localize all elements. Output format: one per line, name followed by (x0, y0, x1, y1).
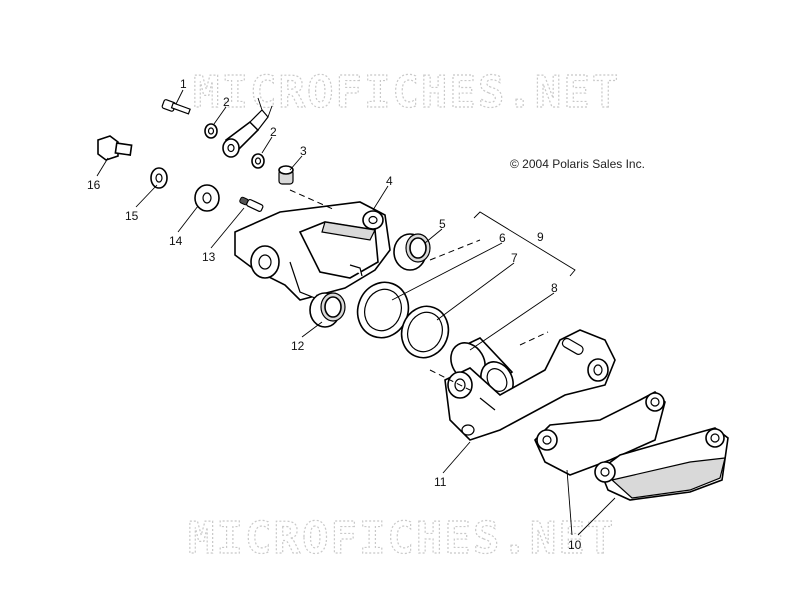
callout-12: 12 (291, 339, 305, 353)
callout-7: 7 (511, 251, 518, 265)
alignment-line-bracket (429, 369, 471, 391)
alignment-line-pads (519, 331, 549, 346)
part-2-crush-washer-upper (204, 123, 218, 139)
callout-9: 9 (537, 230, 544, 244)
alignment-line-caliper (289, 189, 336, 211)
callout-4: 4 (386, 174, 393, 188)
banjo-fitting (222, 97, 273, 158)
watermark-top: MICROFICHES.NET (193, 67, 620, 118)
callout-8: 8 (551, 281, 558, 295)
part-11-caliper-bracket (444, 329, 616, 441)
part-2-crush-washer-lower (251, 153, 265, 169)
part-10-brake-pads (534, 391, 729, 501)
part-16-mounting-bolt (97, 135, 133, 161)
part-15-lock-washer (150, 167, 168, 189)
callout-2-lower: 2 (270, 125, 277, 139)
callout-1: 1 (180, 77, 187, 91)
callout-6: 6 (499, 231, 506, 245)
part-12-piston (309, 292, 346, 328)
callout-leaders (96, 89, 616, 536)
part-5-piston (393, 233, 431, 271)
callout-3: 3 (300, 144, 307, 158)
copyright-notice: © 2004 Polaris Sales Inc. (510, 157, 645, 171)
callout-10: 10 (568, 538, 582, 552)
callout-labels: 1 2 2 3 4 5 6 7 8 9 10 11 12 13 14 15 16 (87, 77, 582, 552)
callout-15: 15 (125, 209, 139, 223)
alignment-line-pistons (429, 239, 481, 261)
callout-5: 5 (439, 217, 446, 231)
part-13-bleeder-screw (239, 196, 264, 212)
part-4-caliper-body (234, 201, 391, 301)
callout-13: 13 (202, 250, 216, 264)
callout-9-bracket (473, 211, 576, 277)
part-3-bushing (278, 165, 294, 185)
callout-14: 14 (169, 234, 183, 248)
watermark-bottom: MICROFICHES.NET (188, 513, 615, 564)
callout-16: 16 (87, 178, 101, 192)
part-14-flat-washer (194, 184, 220, 212)
callout-11: 11 (434, 475, 447, 489)
part-1-banjo-bolt (161, 99, 191, 115)
part-7-dust-seal (400, 305, 450, 359)
callout-2-upper: 2 (223, 95, 230, 109)
